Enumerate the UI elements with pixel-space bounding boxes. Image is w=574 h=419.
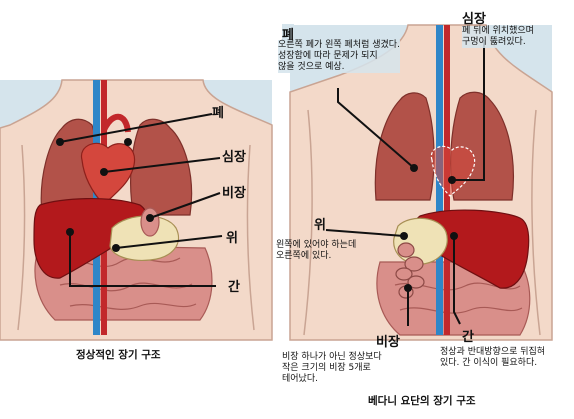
right-spleens	[395, 242, 425, 299]
right-torso-left-contour	[303, 109, 313, 336]
left-label-liver: 간	[228, 280, 240, 295]
left-label-spleen: 비장	[222, 186, 246, 201]
left-label-heart: 심장	[222, 150, 246, 165]
right-label-heart: 심장	[462, 12, 486, 27]
right-label-liver: 간	[462, 330, 474, 345]
right-stomach	[393, 217, 448, 265]
right-leader-dots	[400, 164, 458, 292]
left-anatomy	[0, 79, 273, 341]
right-label-lung: 폐	[282, 24, 294, 43]
right-torso-right-contour	[531, 109, 541, 336]
right-label-stomach: 위	[314, 218, 326, 233]
right-note-lung: 오른쪽 폐가 왼쪽 폐처럼 생겼다. 성장함에 따라 문제가 되지 않을 것으로…	[278, 40, 400, 73]
left-caption: 정상적인 장기 구조	[76, 349, 161, 361]
left-arm-contour	[17, 144, 26, 331]
right-note-liver: 정상과 반대방향으로 뒤집혀 있다. 간 이식이 필요하다.	[440, 347, 546, 368]
left-leader-dots	[56, 138, 154, 252]
left-aortic-arch	[101, 113, 131, 133]
left-heart	[80, 142, 136, 206]
right-note-heart: 폐 뒤에 위치했으며 구멍이 뚫려있다.	[462, 26, 534, 48]
left-label-lung: 폐	[212, 106, 224, 121]
right-label-spleen: 비장	[376, 335, 400, 350]
right-leader-lines	[325, 40, 485, 326]
right-arm-contour	[246, 144, 255, 331]
right-caption: 베다니 요단의 장기 구조	[368, 395, 476, 407]
right-note-stomach: 왼쪽에 있어야 하는데 오른쪽에 있다.	[276, 240, 357, 261]
left-label-stomach: 위	[226, 231, 238, 246]
left-leader-lines	[59, 113, 223, 287]
right-anatomy	[289, 24, 553, 341]
right-note-spleen: 비장 하나가 아닌 정상보다 작은 크기의 비장 5개로 테어났다.	[282, 352, 382, 384]
right-heart	[430, 145, 476, 197]
